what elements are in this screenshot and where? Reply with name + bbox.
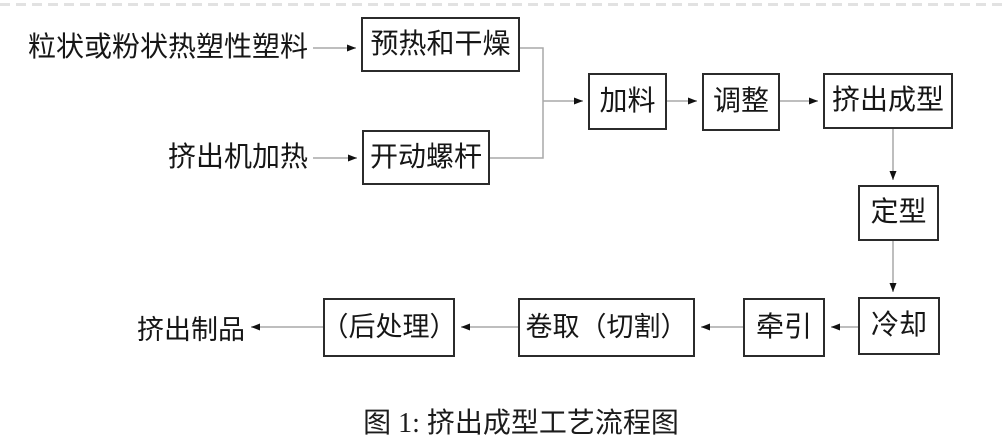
node-shaping: 定型: [858, 185, 939, 241]
node-adjusting: 调整: [702, 73, 780, 131]
node-start-screw: 开动螺杆: [362, 130, 490, 185]
node-extrusion-molding: 挤出成型: [823, 73, 953, 129]
node-traction: 牵引: [743, 298, 825, 357]
node-post-processing: （后处理）: [322, 298, 457, 357]
node-preheat-dry: 预热和干燥: [361, 17, 520, 72]
node-cooling: 冷却: [858, 297, 940, 355]
label-extruded-product: 挤出制品: [137, 315, 245, 345]
top-dashed-divider: [0, 3, 1006, 6]
node-feeding: 加料: [588, 73, 667, 130]
label-raw-material: 粒状或粉状热塑性塑料: [28, 32, 309, 63]
label-extruder-heating: 挤出机加热: [168, 142, 309, 173]
node-coiling-cutting: 卷取（切割）: [518, 298, 695, 357]
figure-caption: 图 1: 挤出成型工艺流程图: [363, 408, 679, 439]
